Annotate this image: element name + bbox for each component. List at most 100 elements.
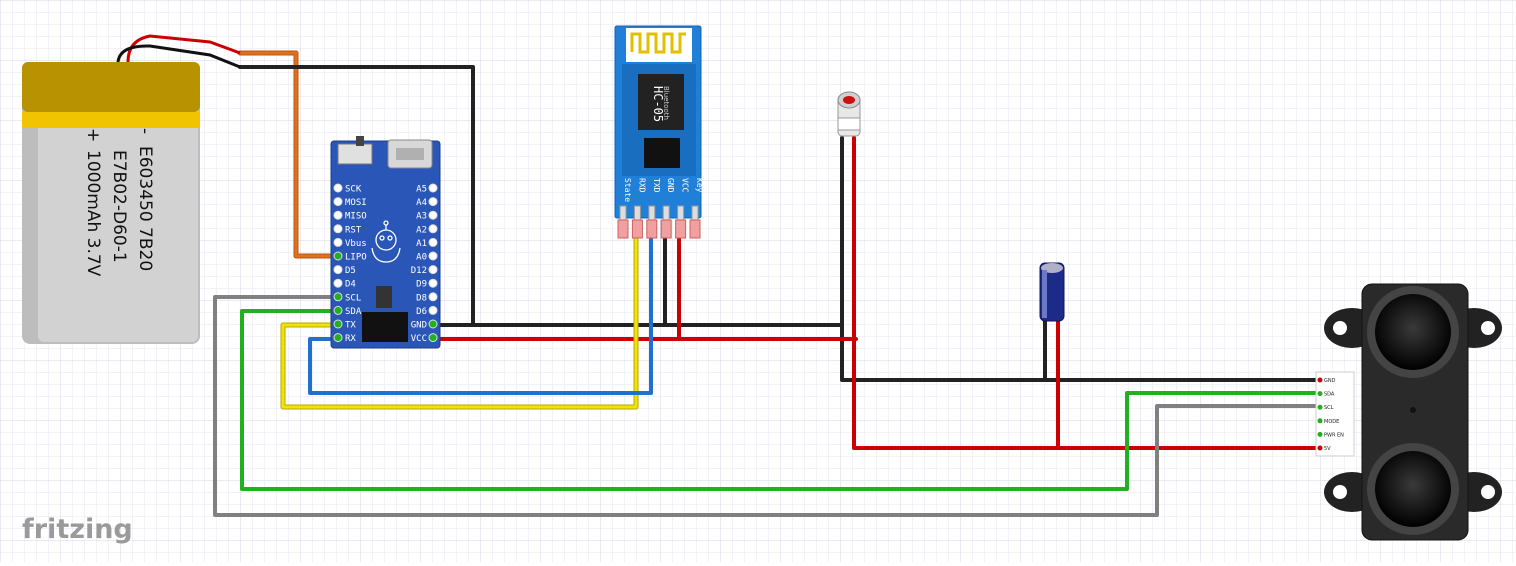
sensor-pin-gnd: GND — [1324, 378, 1336, 384]
bt-pin-label-rxd: RXD — [637, 178, 646, 193]
bt-chip — [638, 74, 684, 130]
pin-a5[interactable] — [428, 183, 438, 193]
sensor-lens-bottom-icon — [1375, 451, 1451, 527]
pin-d5[interactable] — [333, 265, 343, 275]
battery-minus-symbol: - — [135, 128, 155, 134]
bt-pin-rxd[interactable] — [631, 219, 643, 239]
pin-d8[interactable] — [428, 292, 438, 302]
pin-d4[interactable] — [333, 278, 343, 288]
wire-blue-rx[interactable] — [308, 236, 653, 395]
pin-label-lipo: LIPO — [345, 253, 367, 263]
battery-connector — [362, 312, 408, 342]
sensor-pin-panel — [1315, 371, 1355, 457]
pin-label-rst: RST — [345, 225, 362, 235]
pin-miso[interactable] — [333, 210, 343, 220]
pin-rst[interactable] — [333, 224, 343, 234]
power-switch[interactable] — [337, 143, 373, 165]
pin-sda[interactable] — [333, 305, 343, 315]
pin-label-d6: D6 — [416, 307, 427, 317]
pin-d9[interactable] — [428, 278, 438, 288]
bt-subtitle-label: Bluetooth — [662, 86, 670, 120]
pin-label-vbus: Vbus — [345, 239, 367, 249]
bt-pin-txd[interactable] — [646, 219, 658, 239]
fritzing-watermark: fritzing — [22, 514, 133, 545]
pin-label-d12: D12 — [411, 266, 427, 276]
sensor-lens-top-icon — [1375, 294, 1451, 370]
pin-label-rx: RX — [345, 334, 356, 344]
wire-black-battery-gnd[interactable] — [238, 65, 475, 327]
pin-label-gnd: GND — [411, 321, 427, 331]
pin-label-d4: D4 — [345, 280, 356, 290]
lipo-battery[interactable]: - E603450 7B20 E7B02-D60-1 + 1000mAh 3.7… — [22, 34, 241, 344]
pin-label-a4: A4 — [416, 198, 427, 208]
bt-pin-label-key: Key — [695, 178, 704, 193]
pin-a2[interactable] — [428, 224, 438, 234]
bt-pin-vcc[interactable] — [675, 219, 687, 239]
bt-pin-label-txd: TXD — [652, 178, 661, 193]
pin-label-scl: SCL — [345, 293, 361, 303]
bt-pin-key[interactable] — [689, 219, 701, 239]
pin-tx[interactable] — [333, 319, 343, 329]
pin-label-miso: MISO — [345, 212, 367, 222]
bt-pin-gnd[interactable] — [660, 219, 672, 239]
pin-a3[interactable] — [428, 210, 438, 220]
pin-label-sck: SCK — [345, 185, 362, 195]
pin-a1[interactable] — [428, 237, 438, 247]
sensor-pin-labels: GND SDA SCL MODE PWR EN 5V — [1317, 377, 1344, 452]
pin-label-d5: D5 — [345, 266, 356, 276]
pin-d12[interactable] — [428, 265, 438, 275]
antenna-icon — [630, 32, 686, 54]
sensor-pin-sda: SDA — [1324, 392, 1335, 398]
pin-mosi[interactable] — [333, 197, 343, 207]
pin-a4[interactable] — [428, 197, 438, 207]
sensor-pin-mode: MODE — [1324, 419, 1339, 425]
capacitor[interactable] — [1039, 262, 1065, 322]
bt-pin-state[interactable] — [617, 219, 629, 239]
pin-lipo[interactable] — [333, 251, 343, 261]
pin-label-a1: A1 — [416, 239, 427, 249]
sensor-pin-scl: SCL — [1324, 405, 1334, 411]
pin-label-a5: A5 — [416, 185, 427, 195]
pin-label-d8: D8 — [416, 293, 427, 303]
pin-a0[interactable] — [428, 251, 438, 261]
battery-cap — [22, 62, 200, 112]
pin-scl[interactable] — [333, 292, 343, 302]
board-logo-icon — [371, 220, 401, 263]
pin-label-tx: TX — [345, 321, 356, 331]
sensor-pin-pwr-en: PWR EN — [1324, 432, 1344, 438]
pin-sck[interactable] — [333, 183, 343, 193]
bt-pin-label-vcc: VCC — [681, 178, 690, 193]
wire-gray-scl[interactable] — [213, 295, 1322, 517]
pin-label-mosi: MOSI — [345, 198, 367, 208]
pin-vbus[interactable] — [333, 237, 343, 247]
sensor-pin-5v: 5V — [1324, 446, 1331, 452]
wire-red-led-vcc[interactable] — [852, 136, 1322, 450]
pin-gnd[interactable] — [428, 319, 438, 329]
distance-sensor[interactable]: GND SDA SCL MODE PWR EN 5V — [1315, 283, 1502, 541]
bt-pin-label-gnd: GND — [666, 178, 675, 193]
led-emitter[interactable] — [837, 91, 861, 137]
wire-black-led-gnd[interactable] — [840, 136, 1322, 382]
battery-label-line2: E7B02-D60-1 — [109, 150, 129, 263]
wires — [213, 50, 1322, 517]
pin-label-a3: A3 — [416, 212, 427, 222]
pin-vcc[interactable] — [428, 333, 438, 343]
pin-label-a0: A0 — [416, 253, 427, 263]
pin-label-sda: SDA — [345, 307, 362, 317]
pin-label-vcc: VCC — [411, 334, 427, 344]
led-lens-icon — [843, 96, 855, 104]
pin-label-d9: D9 — [416, 280, 427, 290]
battery-plus-symbol: + — [83, 128, 103, 142]
battery-label-line3: 1000mAh 3.7V — [83, 150, 103, 277]
battery-label-line1: E603450 7B20 — [135, 146, 155, 271]
pin-d6[interactable] — [428, 305, 438, 315]
wire-green-sda[interactable] — [240, 309, 1322, 491]
pin-rx[interactable] — [333, 333, 343, 343]
